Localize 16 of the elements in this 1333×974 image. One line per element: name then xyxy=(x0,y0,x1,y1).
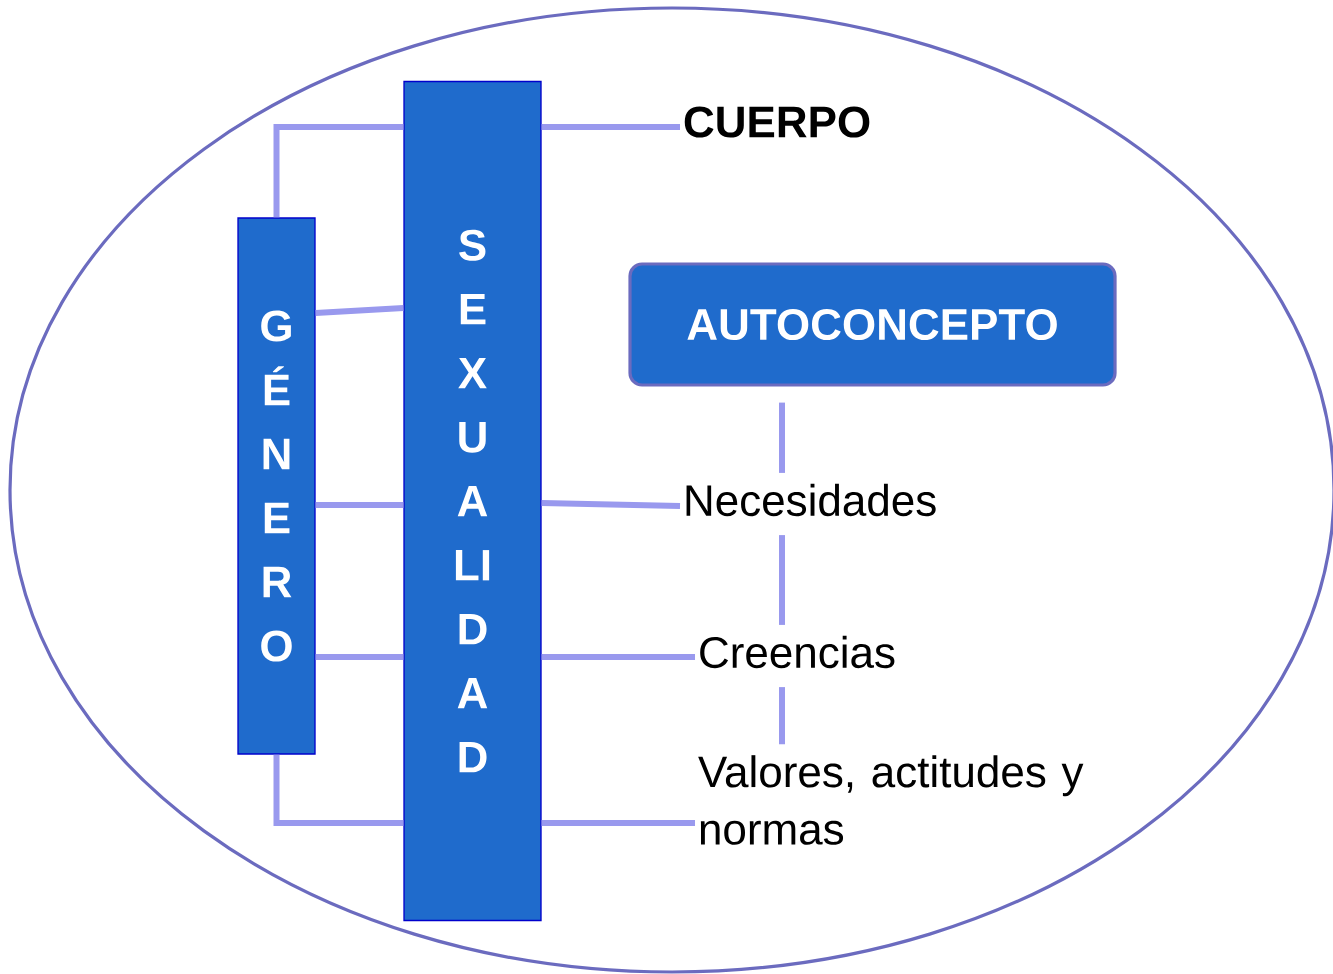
node-label: Creencias xyxy=(700,635,895,669)
connector-line xyxy=(315,654,404,660)
connector-line xyxy=(779,402,785,473)
node-label: CUERPO xyxy=(684,106,870,138)
vertical-bar: SEXUALIDAD xyxy=(403,80,542,922)
connector-line xyxy=(315,502,404,508)
connector-line xyxy=(779,535,785,625)
connector-line xyxy=(541,500,681,509)
concept-box: AUTOCONCEPTO xyxy=(628,262,1117,387)
connector-line xyxy=(779,687,785,745)
connector-line xyxy=(273,124,404,218)
node-label: Valores, actitudes y normas xyxy=(698,755,1084,845)
vertical-bar: GÉNERO xyxy=(237,217,316,755)
node-label: Necesidades xyxy=(686,483,936,517)
connector-line xyxy=(273,754,404,826)
connector-line xyxy=(315,305,404,316)
